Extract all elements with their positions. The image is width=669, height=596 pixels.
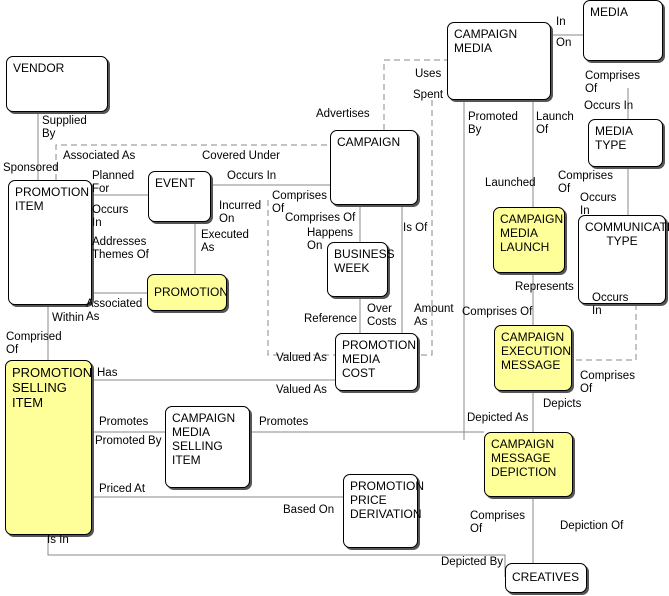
entity-creatives[interactable]: CREATIVES bbox=[505, 563, 587, 593]
entity-campaign-execution-message-label: CAMPAIGN EXECUTION MESSAGE bbox=[501, 330, 572, 372]
entity-media-type-label: MEDIA TYPE bbox=[595, 124, 634, 152]
entity-campaign[interactable]: CAMPAIGN bbox=[330, 130, 418, 205]
label-within: Within bbox=[52, 312, 84, 324]
label-comprises-of-ct2: Comprises Of bbox=[580, 370, 635, 395]
label-comprises-of-cem: Comprises Of bbox=[462, 306, 533, 318]
label-promoted-by: Promoted By bbox=[95, 435, 162, 447]
entity-promotion-price-derivation[interactable]: PROMOTION PRICE DERIVATION bbox=[343, 474, 424, 548]
label-in-media: In bbox=[556, 16, 566, 28]
label-sponsored: Sponsored bbox=[3, 162, 59, 174]
label-depicted-by: Depicted By bbox=[441, 556, 504, 568]
label-spent: Spent bbox=[413, 89, 444, 101]
label-uses: Uses bbox=[415, 68, 442, 80]
label-comprises-of-bw: Comprises Of bbox=[285, 212, 356, 224]
label-valued-as-1: Valued As bbox=[276, 352, 327, 364]
label-priced-at: Priced At bbox=[99, 483, 146, 495]
label-incurred-on: Incurred On bbox=[219, 200, 262, 225]
label-occurs-in-media: Occurs In bbox=[584, 100, 634, 112]
entity-promotion-selling-item-label: PROMOTION SELLING ITEM bbox=[12, 365, 93, 410]
entity-promotion-item-label: PROMOTION ITEM bbox=[15, 185, 89, 213]
label-is-of: Is Of bbox=[403, 222, 428, 234]
entity-campaign-media-selling-item[interactable]: CAMPAIGN MEDIA SELLING ITEM bbox=[165, 406, 250, 488]
entity-promotion-price-derivation-label: PROMOTION PRICE DERIVATION bbox=[350, 479, 424, 521]
entity-promotion-item[interactable]: PROMOTION ITEM bbox=[8, 180, 92, 305]
label-represents: Represents bbox=[515, 281, 574, 293]
entity-campaign-message-depiction[interactable]: CAMPAIGN MESSAGE DEPICTION bbox=[484, 432, 573, 497]
label-depiction-of: Depiction Of bbox=[560, 520, 624, 532]
label-has: Has bbox=[97, 367, 118, 379]
entity-campaign-message-depiction-label: CAMPAIGN MESSAGE DEPICTION bbox=[491, 437, 557, 479]
label-reference: Reference bbox=[304, 313, 358, 325]
label-promotes-2: Promotes bbox=[259, 416, 309, 428]
entity-campaign-media-selling-item-label: CAMPAIGN MEDIA SELLING ITEM bbox=[172, 411, 236, 467]
label-occurs-in-ct: Occurs In bbox=[592, 292, 629, 317]
label-comprises-of-media: Comprises Of bbox=[585, 70, 640, 95]
entity-campaign-execution-message[interactable]: CAMPAIGN EXECUTION MESSAGE bbox=[494, 325, 572, 391]
label-executed-as: Executed As bbox=[201, 229, 249, 254]
entity-promotion-media-cost[interactable]: PROMOTION MEDIA COST bbox=[335, 333, 418, 391]
entity-business-week[interactable]: BUSINESS WEEK bbox=[327, 242, 395, 297]
label-is-in: Is In bbox=[47, 534, 69, 546]
label-comprises-of-mt: Comprises Of bbox=[558, 170, 613, 195]
label-valued-as-2: Valued As bbox=[276, 384, 327, 396]
entity-event-label: EVENT bbox=[155, 176, 196, 190]
entity-promotion-media-cost-label: PROMOTION MEDIA COST bbox=[342, 338, 416, 380]
label-covered-under: Covered Under bbox=[202, 150, 280, 162]
entity-media-label: MEDIA bbox=[590, 5, 629, 19]
entity-media-type[interactable]: MEDIA TYPE bbox=[588, 119, 663, 167]
entity-campaign-media-launch[interactable]: CAMPAIGN MEDIA LAUNCH bbox=[493, 207, 565, 273]
label-comprises-of-campaign: Comprises Of bbox=[272, 190, 327, 215]
label-planned-for: Planned For bbox=[92, 170, 135, 195]
entity-campaign-media-label: CAMPAIGN MEDIA bbox=[454, 27, 518, 55]
entity-vendor-label: VENDOR bbox=[13, 61, 65, 75]
label-comprised-of: Comprised Of bbox=[6, 331, 62, 356]
label-launch-of: Launch Of bbox=[536, 111, 574, 136]
label-comprises-of-depiction: Comprises Of bbox=[470, 510, 525, 535]
entity-campaign-media-launch-label: CAMPAIGN MEDIA LAUNCH bbox=[500, 212, 564, 254]
entity-promotion[interactable]: PROMOTION bbox=[147, 274, 228, 311]
entity-campaign-media[interactable]: CAMPAIGN MEDIA bbox=[447, 22, 551, 100]
entity-event[interactable]: EVENT bbox=[148, 171, 211, 222]
label-associated-as-promo: Associated As bbox=[86, 298, 143, 323]
label-addresses-themes-of: Addresses Themes Of bbox=[92, 236, 149, 261]
label-based-on: Based On bbox=[283, 504, 335, 516]
label-on-media: On bbox=[556, 37, 572, 49]
label-promotes-1: Promotes bbox=[99, 416, 149, 428]
entity-promotion-selling-item[interactable]: PROMOTION SELLING ITEM bbox=[5, 360, 92, 535]
label-depicted-as: Depicted As bbox=[467, 412, 529, 424]
entity-promotion-label: PROMOTION bbox=[154, 285, 228, 299]
entity-communication-type-label: COMMUNICATION TYPE bbox=[585, 220, 669, 248]
label-launched: Launched bbox=[485, 177, 536, 189]
label-occurs-in-item: Occurs In bbox=[92, 204, 129, 229]
label-occurs-in-mt: Occurs In bbox=[580, 192, 617, 217]
entity-vendor[interactable]: VENDOR bbox=[6, 56, 108, 112]
label-supplied-by: Supplied By bbox=[42, 115, 87, 140]
entity-media[interactable]: MEDIA bbox=[583, 0, 663, 61]
label-over-costs: Over Costs bbox=[367, 303, 397, 328]
entity-campaign-label: CAMPAIGN bbox=[337, 135, 401, 149]
label-occurs-in-event: Occurs In bbox=[227, 170, 277, 182]
label-happens-on: Happens On bbox=[307, 227, 354, 252]
label-depicts: Depicts bbox=[543, 398, 582, 410]
label-amount-as: Amount As bbox=[414, 303, 454, 328]
label-advertises: Advertises bbox=[316, 108, 370, 120]
label-promoted-by-cm: Promoted By bbox=[468, 111, 518, 136]
entity-business-week-label: BUSINESS WEEK bbox=[334, 247, 395, 275]
label-associated-as-top: Associated As bbox=[63, 150, 136, 162]
entity-creatives-label: CREATIVES bbox=[512, 570, 580, 584]
entity-communication-type[interactable]: COMMUNICATION TYPE bbox=[578, 215, 669, 304]
